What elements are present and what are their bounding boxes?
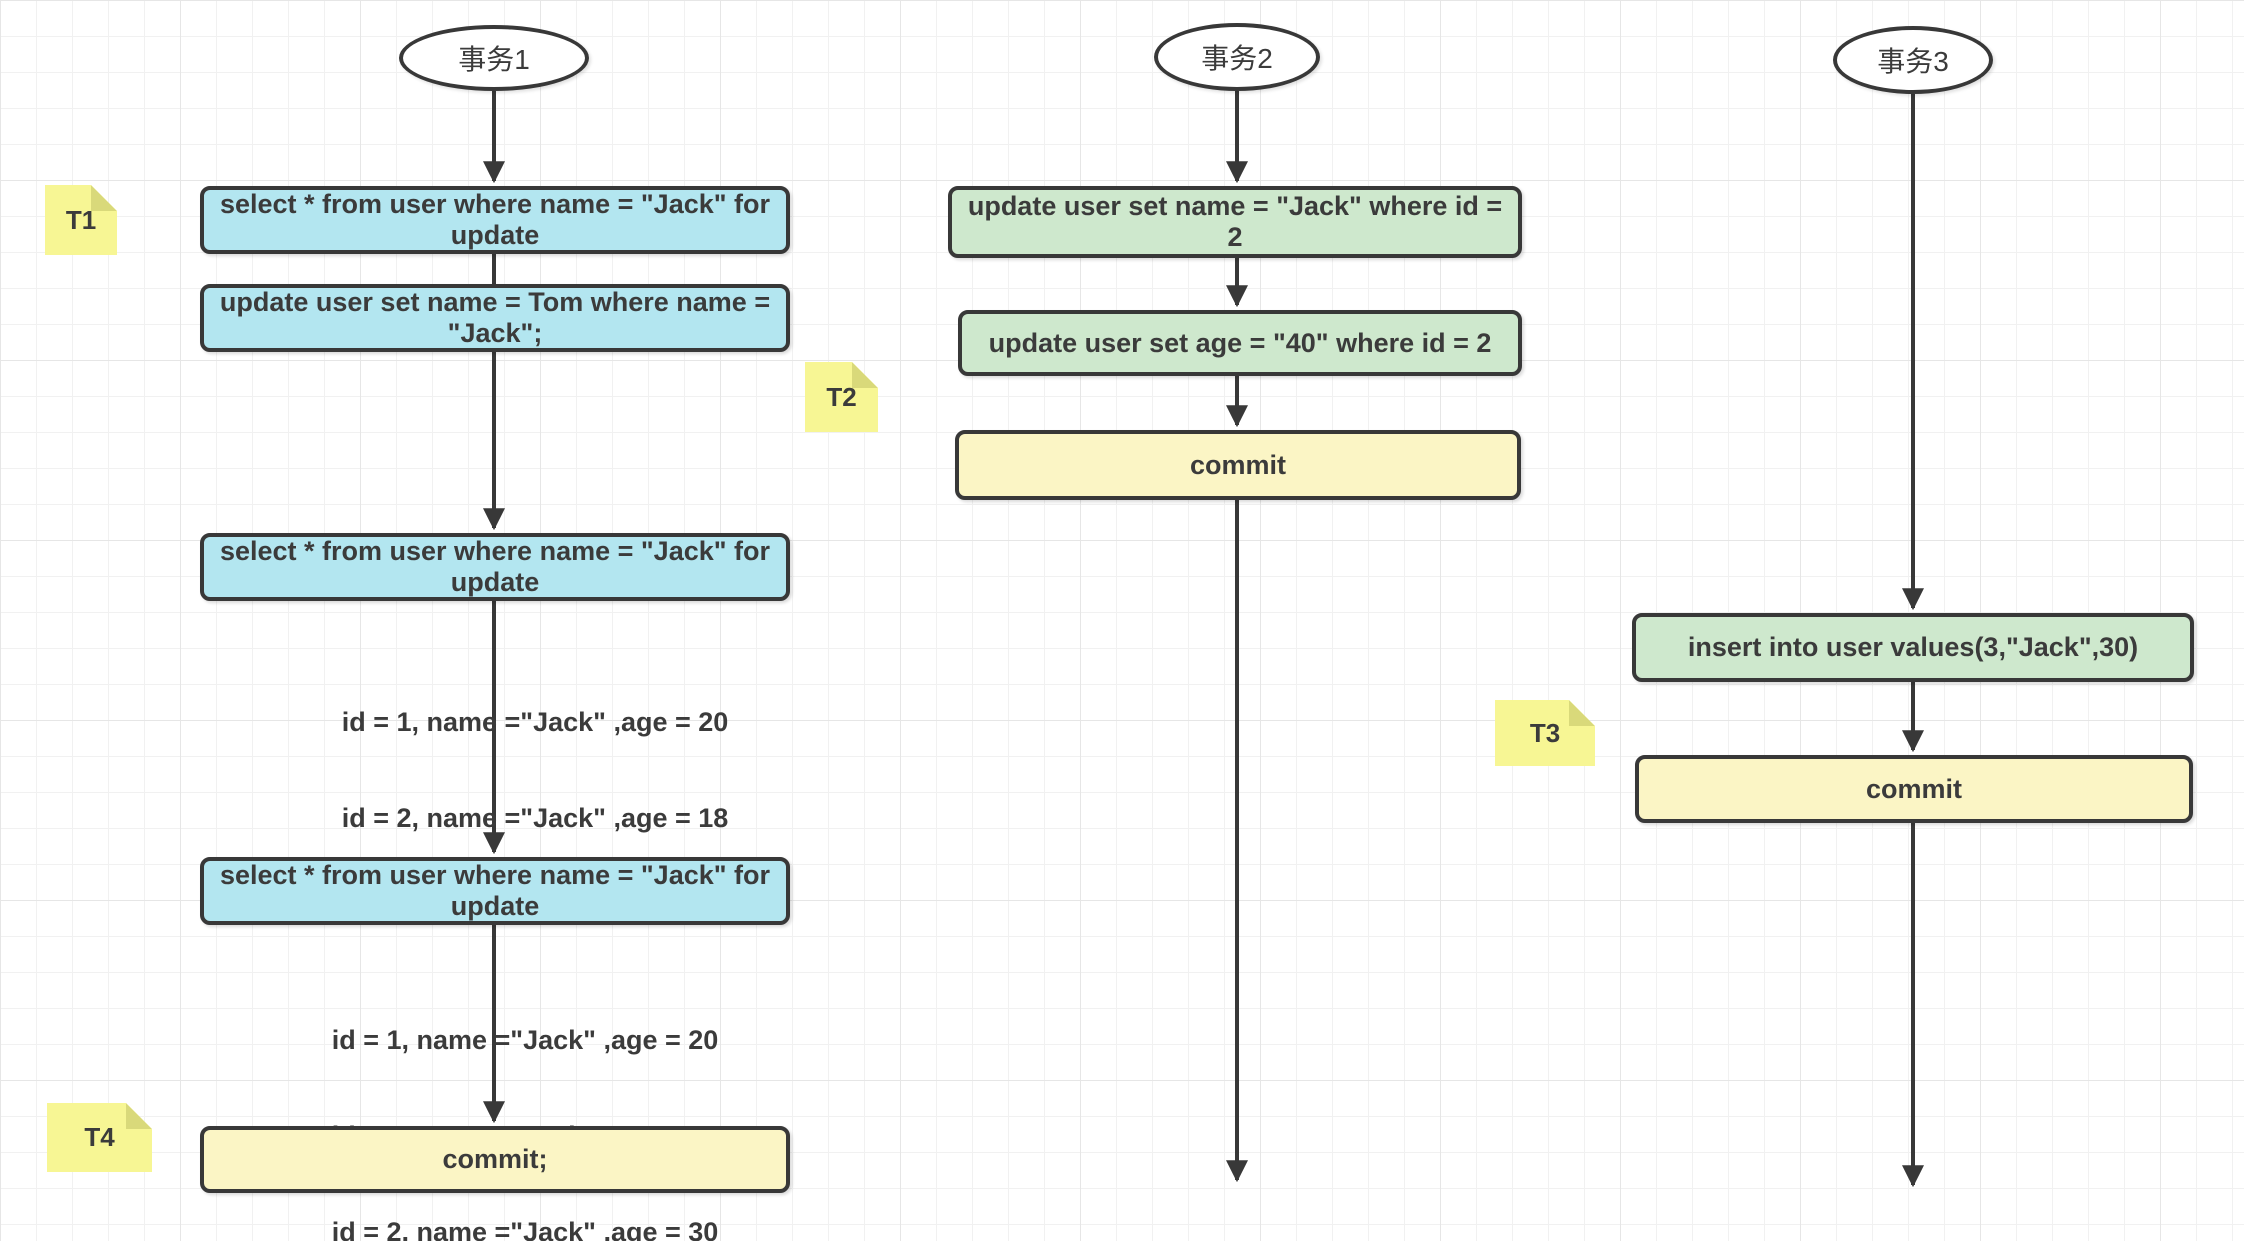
update-age-40-text: update user set age = "40" where id = 2 [988, 327, 1492, 358]
update-name-tom-box: update user set name = Tom where name = … [200, 284, 790, 352]
select-for-update-text-1: select * from user where name = "Jack" f… [219, 189, 771, 250]
transaction2-start: 事务2 [1154, 23, 1320, 91]
select-for-update-text-3: select * from user where name = "Jack" f… [219, 860, 771, 921]
sticky-note-t3-label: T3 [1529, 717, 1561, 748]
query-result-3: id = 1, name ="Jack" ,age = 20 id = 2, n… [230, 960, 820, 1241]
commit-text-lane2: commit [1189, 449, 1287, 480]
commit-box-lane3: commit [1635, 755, 2193, 823]
result-line: id = 2, name ="Jack" ,age = 18 [341, 803, 729, 833]
commit-text-lane3: commit [1865, 773, 1963, 804]
sticky-note-t3: T3 [1495, 700, 1595, 766]
select-for-update-box-2: select * from user where name = "Jack" f… [200, 533, 790, 601]
sticky-note-t4: T4 [47, 1103, 152, 1172]
result-line: id = 1, name ="Jack" ,age = 20 [331, 1025, 719, 1055]
update-age-40-box: update user set age = "40" where id = 2 [958, 310, 1522, 376]
select-for-update-box-3: select * from user where name = "Jack" f… [200, 857, 790, 925]
commit-text-lane1: commit; [442, 1144, 548, 1174]
transaction3-label: 事务3 [1877, 46, 1949, 77]
transaction2-label: 事务2 [1201, 43, 1273, 74]
sticky-note-t4-label: T4 [84, 1122, 115, 1152]
insert-values-box: insert into user values(3,"Jack",30) [1632, 613, 2194, 682]
commit-box-lane1: commit; [200, 1126, 790, 1193]
transaction3-start: 事务3 [1833, 26, 1993, 94]
result-line: id = 2, name ="Jack" ,age = 30 [331, 1217, 719, 1241]
result-line: id = 1, name ="Jack" ,age = 20 [341, 707, 729, 737]
update-name-jack-text: update user set name = "Jack" where id =… [967, 191, 1503, 252]
select-for-update-text-2: select * from user where name = "Jack" f… [219, 536, 771, 597]
update-name-jack-box: update user set name = "Jack" where id =… [948, 186, 1522, 258]
sticky-note-t1: T1 [45, 185, 117, 255]
transaction1-start: 事务1 [399, 25, 589, 91]
sticky-note-t2-label: T2 [826, 381, 857, 412]
insert-values-text: insert into user values(3,"Jack",30) [1687, 632, 2139, 662]
transaction1-label: 事务1 [458, 44, 530, 75]
commit-box-lane2: commit [955, 430, 1521, 500]
update-name-tom-text: update user set name = Tom where name = … [219, 287, 771, 348]
sticky-note-t1-label: T1 [65, 204, 97, 235]
select-for-update-box-1: select * from user where name = "Jack" f… [200, 186, 790, 254]
query-result-2: id = 1, name ="Jack" ,age = 20 id = 2, n… [240, 642, 830, 898]
